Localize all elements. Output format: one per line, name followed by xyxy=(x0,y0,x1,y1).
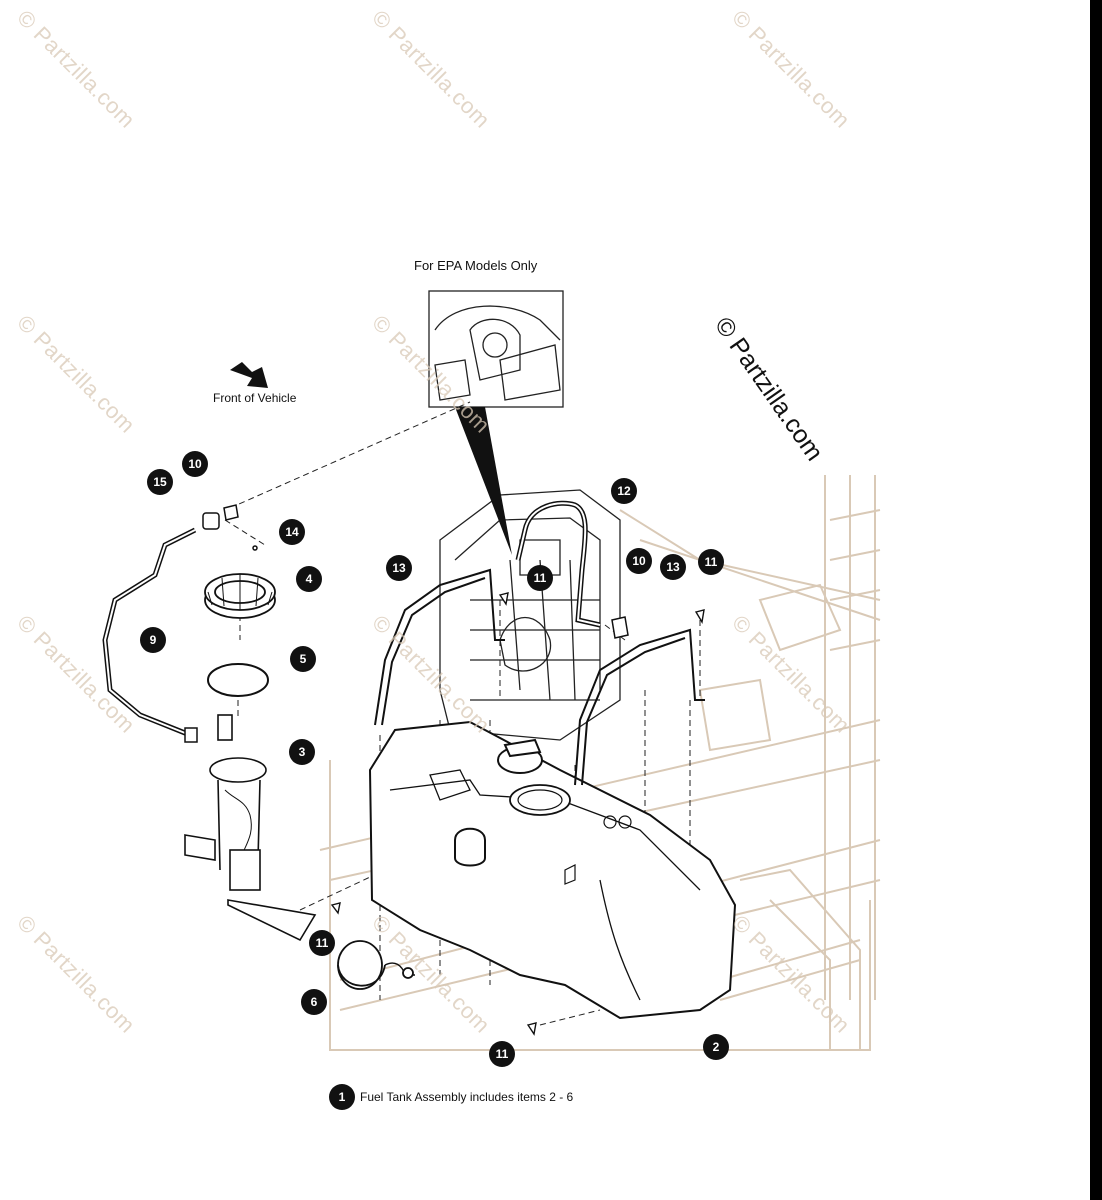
lock-ring-art xyxy=(204,573,276,619)
callout-13[interactable]: 13 xyxy=(386,555,412,581)
callout-10[interactable]: 10 xyxy=(626,548,652,574)
screws-art xyxy=(330,592,705,1036)
callout-3[interactable]: 3 xyxy=(289,739,315,765)
fuel-tank-art xyxy=(368,720,737,1020)
front-arrow-icon xyxy=(230,362,268,388)
callout-6[interactable]: 6 xyxy=(301,989,327,1015)
engine-art xyxy=(439,489,621,741)
callout-9[interactable]: 9 xyxy=(140,627,166,653)
callout-1[interactable]: 1 xyxy=(329,1084,355,1110)
footnote-text: Fuel Tank Assembly includes items 2 - 6 xyxy=(360,1090,574,1104)
vent-hose-art xyxy=(515,500,601,628)
vehicle-frame-art xyxy=(319,475,881,1051)
callout-11[interactable]: 11 xyxy=(527,565,553,591)
callout-4[interactable]: 4 xyxy=(296,566,322,592)
clamp-fitting-art xyxy=(202,504,629,639)
inset-pointer xyxy=(455,407,512,555)
callout-11[interactable]: 11 xyxy=(698,549,724,575)
gasket-art xyxy=(207,663,269,697)
tank-straps-art xyxy=(374,568,705,786)
callout-13[interactable]: 13 xyxy=(660,554,686,580)
fuel-cap-art xyxy=(337,940,415,990)
callout-15[interactable]: 15 xyxy=(147,469,173,495)
fuel-pump-art xyxy=(184,714,317,942)
callout-2[interactable]: 2 xyxy=(703,1034,729,1060)
right-edge-bar xyxy=(1090,0,1102,1200)
callout-12[interactable]: 12 xyxy=(611,478,637,504)
front-of-vehicle-label: Front of Vehicle xyxy=(213,391,297,405)
callout-10[interactable]: 10 xyxy=(182,451,208,477)
callout-11[interactable]: 11 xyxy=(309,930,335,956)
epa-inset-box xyxy=(428,290,564,408)
callout-11[interactable]: 11 xyxy=(489,1041,515,1067)
epa-note-label: For EPA Models Only xyxy=(414,258,538,273)
callout-14[interactable]: 14 xyxy=(279,519,305,545)
callout-5[interactable]: 5 xyxy=(290,646,316,672)
